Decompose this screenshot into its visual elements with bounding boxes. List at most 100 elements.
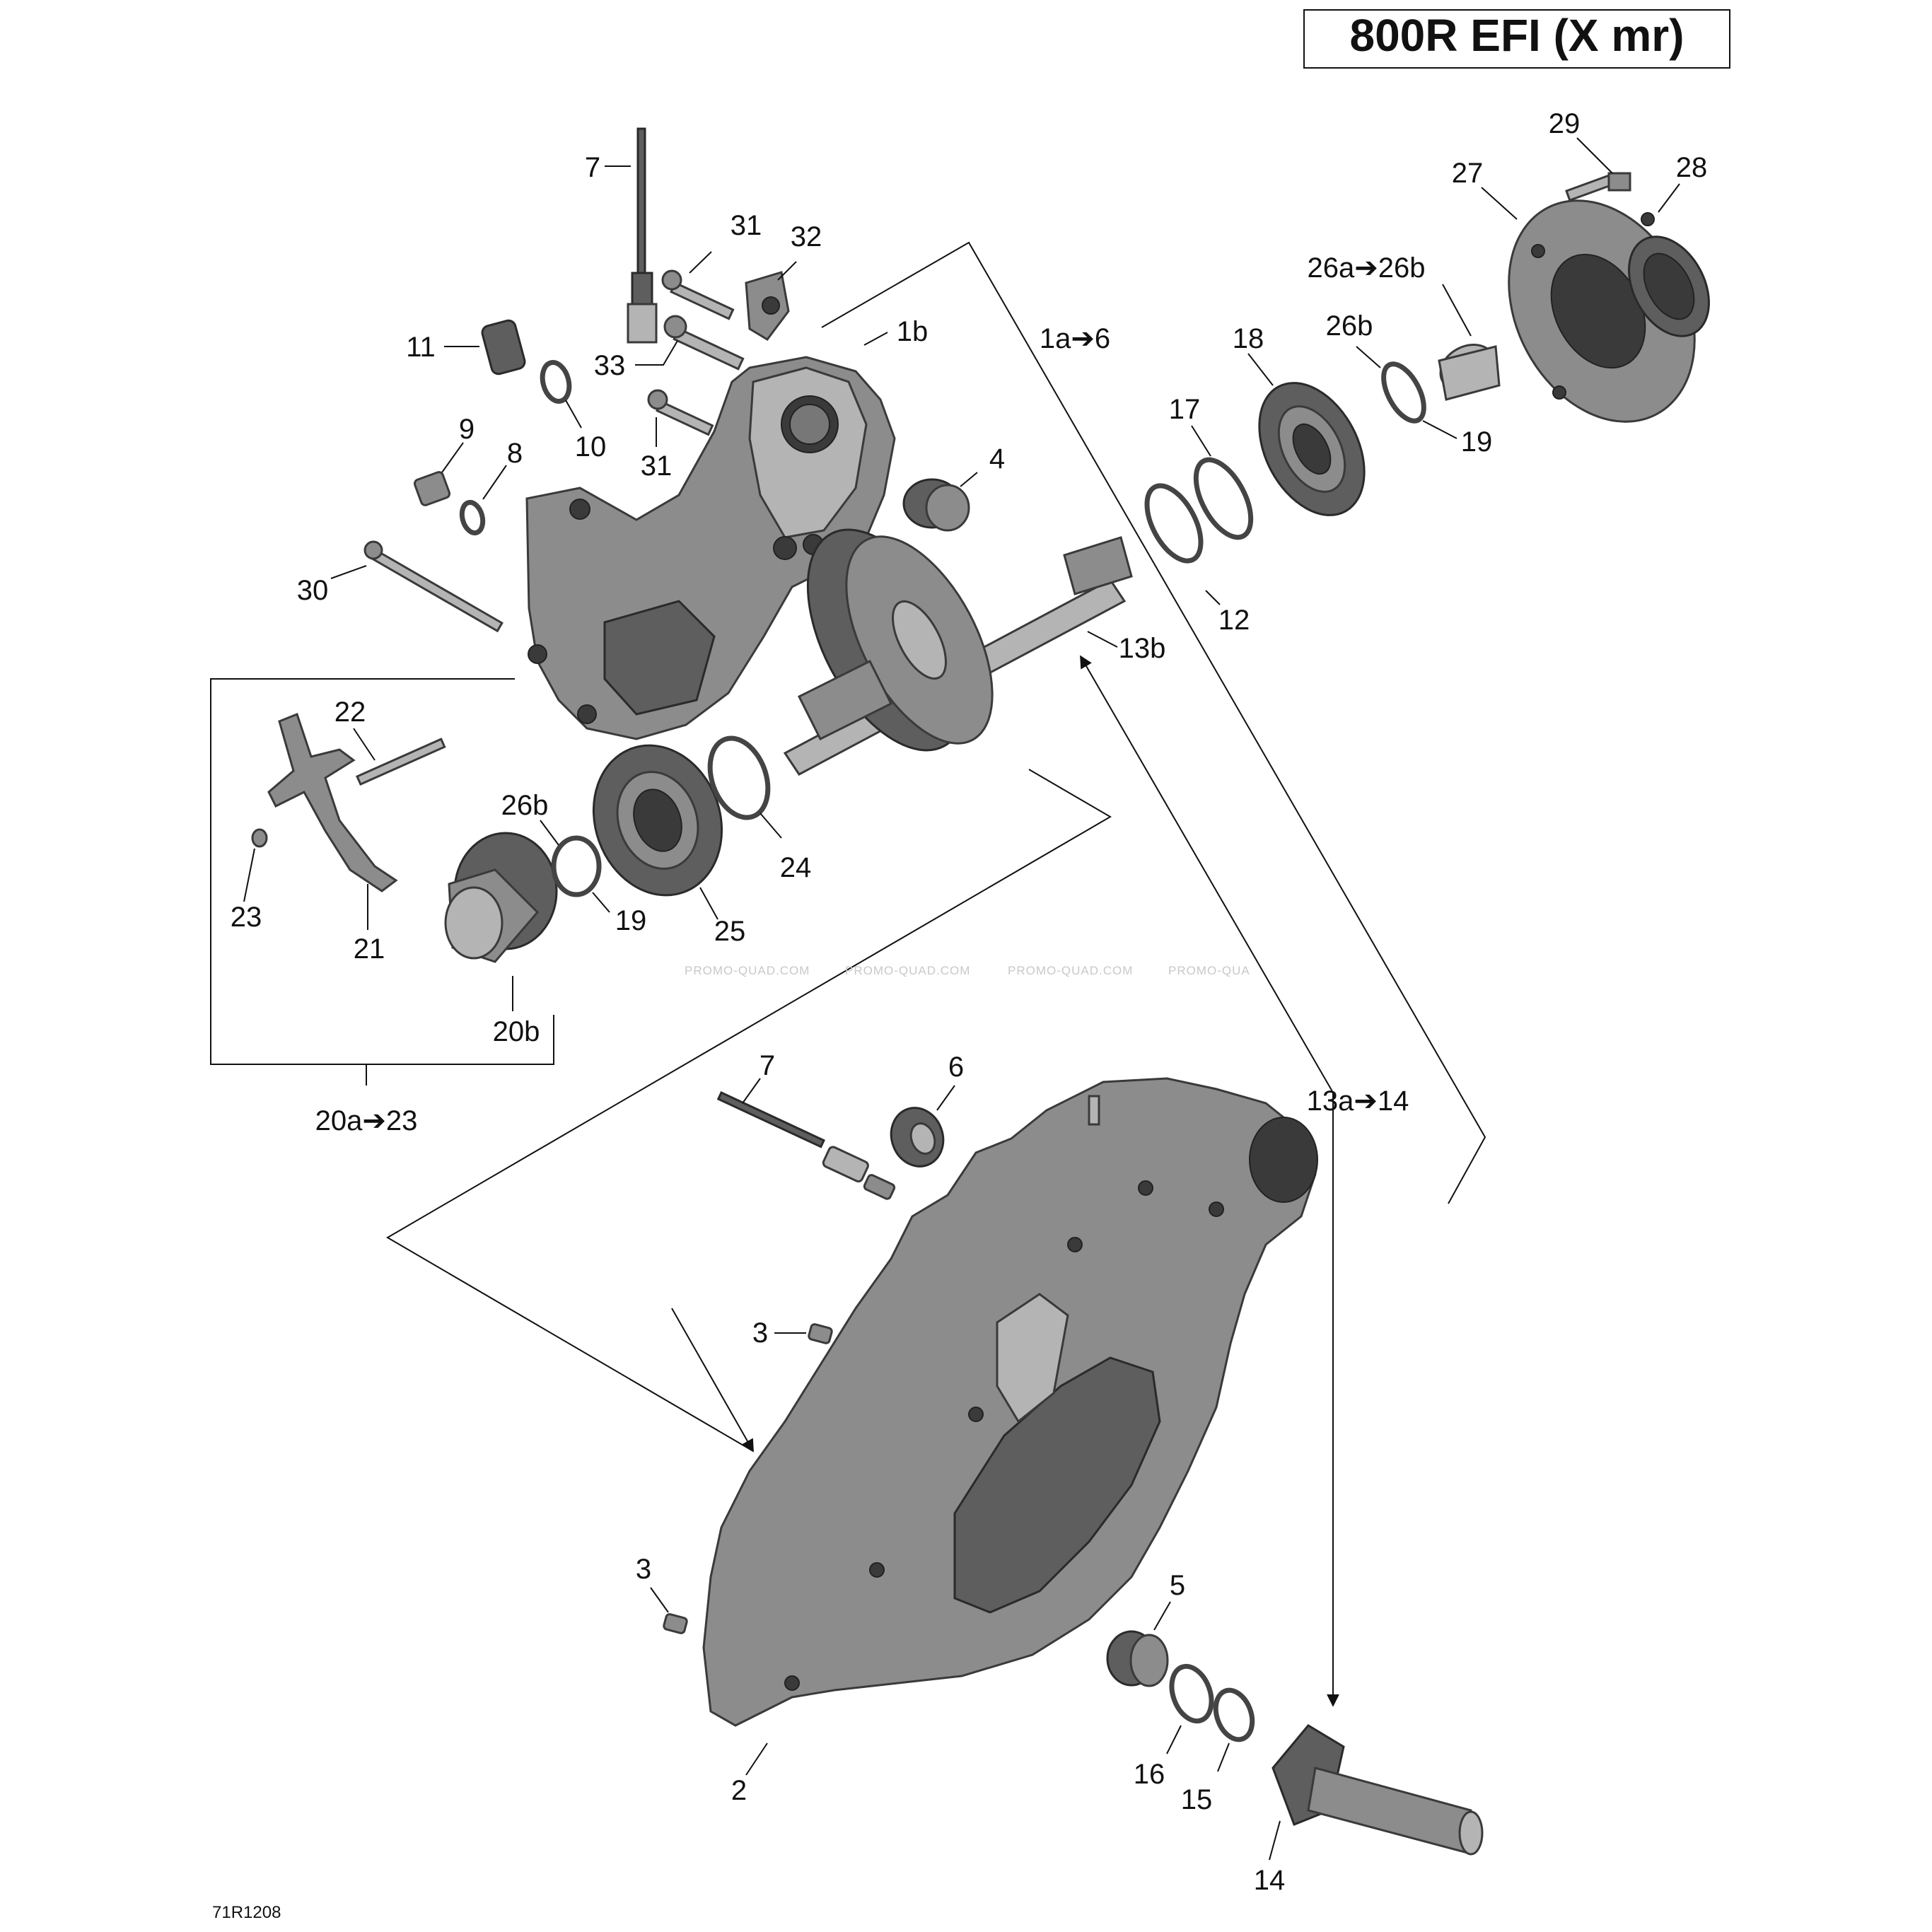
leader-19-top bbox=[1422, 420, 1457, 439]
label-2: 2 bbox=[731, 1775, 747, 1806]
dowel-3-a bbox=[808, 1323, 833, 1344]
leader-17 bbox=[1191, 425, 1211, 457]
bolt-31-mid bbox=[647, 389, 714, 436]
label-3-b: 3 bbox=[636, 1554, 651, 1585]
label-12: 12 bbox=[1218, 605, 1250, 636]
figure-reference: 71R1208 bbox=[212, 1903, 281, 1922]
label-8: 8 bbox=[507, 438, 523, 469]
leader-16 bbox=[1166, 1725, 1182, 1754]
leader-33 bbox=[635, 340, 678, 366]
label-14: 14 bbox=[1254, 1865, 1286, 1896]
label-7-mid: 7 bbox=[760, 1050, 775, 1081]
pinion-14 bbox=[1271, 1724, 1484, 1856]
pin-22 bbox=[356, 738, 446, 786]
diagram-title: 800R EFI (X mr) bbox=[1349, 10, 1684, 61]
gear-20b bbox=[444, 832, 558, 963]
label-32: 32 bbox=[791, 221, 822, 252]
oring-26b-mid bbox=[551, 835, 602, 897]
label-18: 18 bbox=[1233, 323, 1264, 354]
title-box bbox=[1303, 9, 1730, 69]
label-28: 28 bbox=[1676, 152, 1708, 183]
leader-6 bbox=[936, 1085, 955, 1111]
label-26b-top: 26b bbox=[1326, 310, 1373, 342]
shim-24 bbox=[707, 735, 771, 820]
leader-26b-mid bbox=[540, 820, 559, 846]
seal-28 bbox=[1628, 235, 1710, 337]
bolt-30 bbox=[363, 540, 504, 633]
label-10: 10 bbox=[575, 431, 607, 462]
group-bracket-20a-23 bbox=[210, 678, 554, 1065]
label-4: 4 bbox=[989, 443, 1005, 475]
label-11: 11 bbox=[406, 332, 436, 363]
bushing-5 bbox=[1106, 1630, 1169, 1687]
watermark-2: PROMO-QUAD.COM bbox=[845, 964, 970, 977]
leader-9 bbox=[441, 442, 464, 473]
leader-24 bbox=[760, 813, 782, 839]
leader-28 bbox=[1658, 183, 1680, 213]
leader-31-top bbox=[689, 251, 712, 274]
label-31-top: 31 bbox=[731, 210, 762, 241]
sensor-7-top bbox=[627, 127, 658, 344]
label-31-mid: 31 bbox=[641, 450, 673, 482]
arrow-13a-14 bbox=[1080, 655, 1339, 1707]
label-17: 17 bbox=[1169, 394, 1201, 425]
sleeve-26b bbox=[1438, 344, 1501, 401]
ring-10 bbox=[540, 360, 572, 404]
oring-19-top bbox=[1381, 361, 1426, 424]
label-6: 6 bbox=[948, 1052, 964, 1083]
label-5: 5 bbox=[1170, 1570, 1185, 1601]
bearing-18 bbox=[1258, 382, 1366, 516]
leader-12 bbox=[1205, 590, 1221, 605]
label-20a-23: 20a➔23 bbox=[315, 1105, 418, 1136]
sensor-7-mid bbox=[716, 1091, 896, 1200]
label-16: 16 bbox=[1134, 1759, 1165, 1790]
dowel-3-b bbox=[663, 1613, 688, 1634]
ring-17 bbox=[1193, 457, 1254, 540]
leader-19-mid bbox=[592, 892, 610, 913]
label-26b-mid: 26b bbox=[501, 790, 549, 821]
label-29: 29 bbox=[1549, 108, 1581, 139]
leader-23 bbox=[243, 848, 255, 902]
ring-8 bbox=[459, 499, 486, 536]
label-24: 24 bbox=[780, 852, 812, 883]
leader-27 bbox=[1481, 187, 1518, 220]
housing-1b bbox=[525, 356, 896, 740]
leader-10 bbox=[565, 400, 582, 429]
leader-26b-top bbox=[1356, 346, 1381, 368]
leader-4 bbox=[960, 472, 978, 487]
label-21: 21 bbox=[354, 933, 385, 965]
leader-15 bbox=[1217, 1742, 1230, 1772]
leader-1b bbox=[863, 332, 888, 346]
leader-8 bbox=[482, 465, 507, 500]
leader-5 bbox=[1153, 1601, 1171, 1631]
case-2 bbox=[702, 1077, 1318, 1727]
plug-9 bbox=[413, 471, 451, 506]
label-27: 27 bbox=[1452, 158, 1484, 189]
label-30: 30 bbox=[297, 575, 329, 606]
label-15: 15 bbox=[1181, 1784, 1213, 1815]
arrow-to-case bbox=[671, 1308, 754, 1453]
case-assembly-lines bbox=[386, 769, 1112, 1452]
shim-12 bbox=[1144, 483, 1204, 564]
leader-3-b bbox=[650, 1587, 669, 1613]
leader-14 bbox=[1269, 1820, 1281, 1861]
leader-30 bbox=[330, 565, 367, 579]
label-26a-26b: 26a➔26b bbox=[1308, 252, 1426, 284]
label-23: 23 bbox=[231, 902, 262, 933]
label-19-mid: 19 bbox=[615, 905, 647, 936]
leader-18 bbox=[1247, 353, 1274, 386]
label-25: 25 bbox=[714, 916, 746, 947]
bolt-29 bbox=[1565, 172, 1631, 202]
label-3-a: 3 bbox=[752, 1317, 768, 1349]
label-9: 9 bbox=[459, 414, 475, 445]
bolt-31-top bbox=[661, 269, 735, 320]
leader-22 bbox=[353, 728, 376, 761]
label-33: 33 bbox=[594, 350, 626, 381]
leader-7-mid bbox=[742, 1078, 761, 1104]
pin-23 bbox=[251, 828, 268, 848]
label-13b: 13b bbox=[1119, 633, 1166, 664]
label-1a-6: 1a➔6 bbox=[1040, 323, 1110, 354]
label-20b: 20b bbox=[493, 1016, 540, 1047]
label-7-top: 7 bbox=[585, 152, 600, 183]
